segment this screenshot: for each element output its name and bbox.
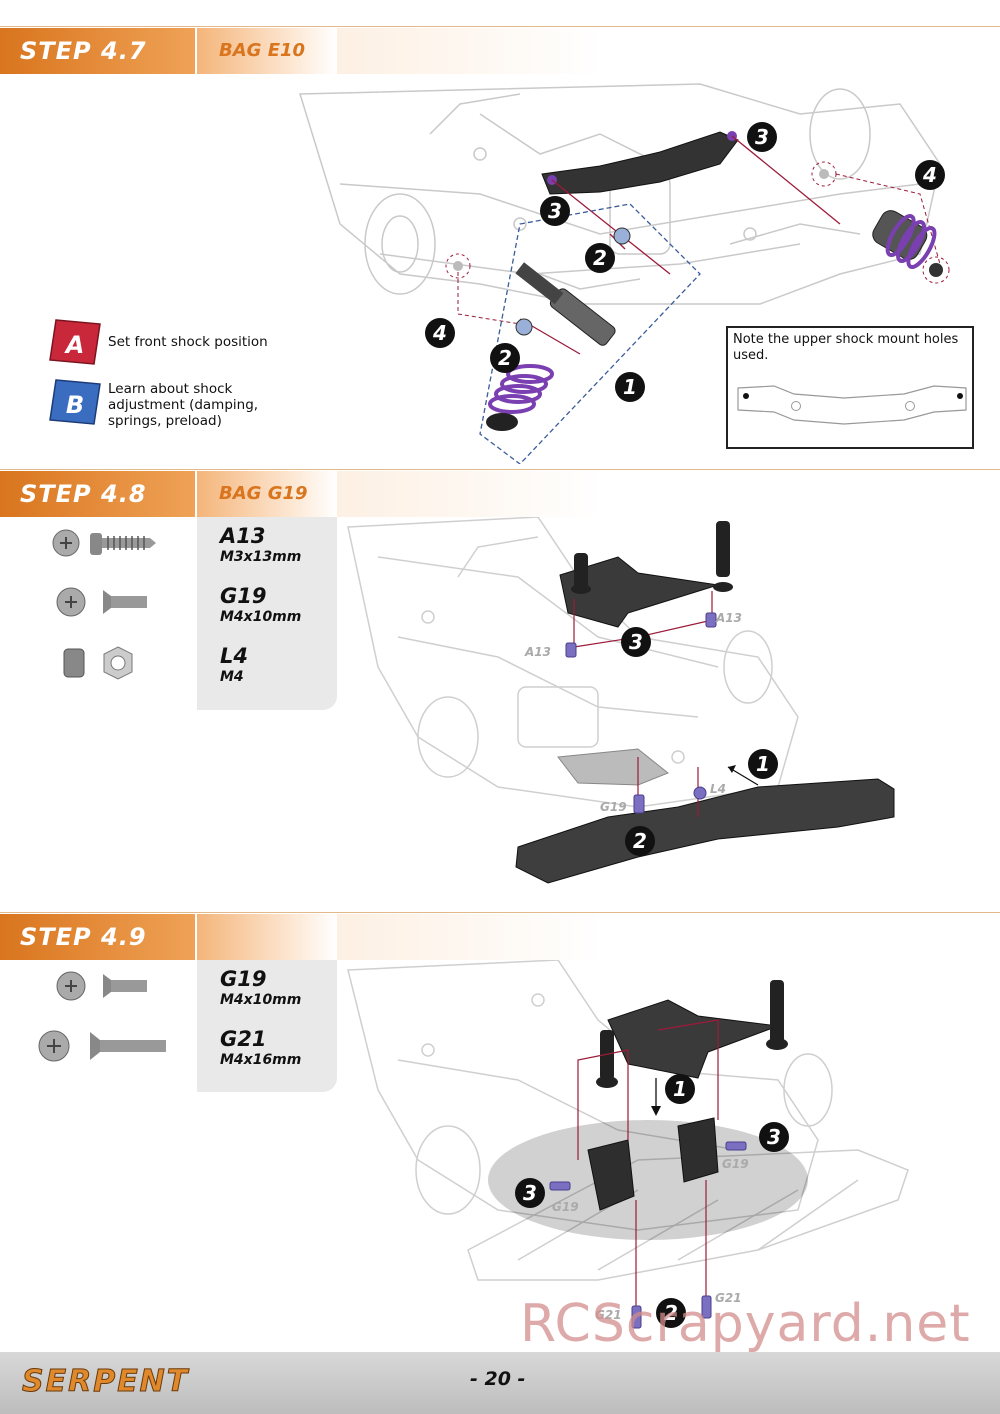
callout-3: 3 xyxy=(747,122,777,152)
note-text: Note the upper shock mount holes used. xyxy=(733,332,959,363)
part-size: M4 xyxy=(220,669,244,685)
part-code: L4 xyxy=(220,644,248,668)
part-tag: G19 xyxy=(722,1157,749,1171)
step-4-7-illustration xyxy=(298,83,950,464)
callout-3: 3 xyxy=(621,627,651,657)
part-tag: L4 xyxy=(710,782,726,796)
step-4-8-illustration xyxy=(347,517,895,884)
callout-3: 3 xyxy=(515,1178,545,1208)
part-size: M3x13mm xyxy=(220,549,302,565)
part-size: M4x10mm xyxy=(220,609,302,625)
callout-2: 2 xyxy=(490,343,520,373)
part-tag: A13 xyxy=(525,645,551,659)
part-tag: G19 xyxy=(600,800,627,814)
part-tag: A13 xyxy=(716,611,742,625)
step-label: STEP 4.7 xyxy=(0,28,195,74)
bag-label: BAG E10 xyxy=(197,28,337,74)
step-4-7-header: STEP 4.7 BAG E10 xyxy=(0,26,1000,74)
bag-label xyxy=(197,914,337,960)
step-label: STEP 4.8 xyxy=(0,471,195,517)
part-code: G19 xyxy=(220,967,267,991)
page-number: - 20 - xyxy=(470,1368,526,1390)
callout-2: 2 xyxy=(585,243,615,273)
part-size: M4x10mm xyxy=(220,992,302,1008)
watermark-text: RCScrapyard.net xyxy=(520,1294,971,1354)
svg-text:B: B xyxy=(66,391,84,419)
screw-g19-icon xyxy=(56,587,147,617)
callout-1: 1 xyxy=(665,1074,695,1104)
parts-panel xyxy=(197,960,337,1092)
callout-3: 3 xyxy=(759,1122,789,1152)
legend-a-icon[interactable]: A xyxy=(48,318,103,366)
svg-text:A: A xyxy=(64,331,85,359)
callout-2: 2 xyxy=(625,826,655,856)
part-code: A13 xyxy=(220,524,266,548)
part-tag: G21 xyxy=(715,1291,742,1305)
part-size: M4x16mm xyxy=(220,1052,302,1068)
shock-mount-diagram xyxy=(737,385,967,425)
part-code: G21 xyxy=(220,1027,267,1051)
callout-3: 3 xyxy=(540,196,570,226)
legend-b-icon[interactable]: B xyxy=(48,378,103,426)
callout-4: 4 xyxy=(915,160,945,190)
callout-1: 1 xyxy=(615,372,645,402)
step-4-9-header: STEP 4.9 xyxy=(0,912,1000,960)
footer xyxy=(0,1352,1000,1414)
step-label: STEP 4.9 xyxy=(0,914,195,960)
parts-panel xyxy=(197,517,337,710)
nut-l4-icon xyxy=(63,646,133,680)
step-4-9-illustration xyxy=(347,960,909,1329)
screw-a13-icon xyxy=(52,529,156,557)
callout-2: 2 xyxy=(656,1298,686,1328)
callout-4: 4 xyxy=(425,318,455,348)
note-box: Note the upper shock mount holes used. xyxy=(726,326,974,449)
screw-g21-icon xyxy=(38,1030,166,1062)
screw-g19-icon xyxy=(56,971,147,1001)
step-4-8-header: STEP 4.8 BAG G19 xyxy=(0,469,1000,517)
part-code: G19 xyxy=(220,584,267,608)
brand-logo: SERPENT xyxy=(21,1364,190,1400)
part-tag: G19 xyxy=(552,1200,579,1214)
part-tag: G21 xyxy=(595,1308,622,1322)
callout-1: 1 xyxy=(748,749,778,779)
legend-a-text: Set front shock position xyxy=(108,334,268,350)
bag-label: BAG G19 xyxy=(197,471,337,517)
legend-b-text: Learn about shock adjustment (damping, s… xyxy=(108,381,259,429)
